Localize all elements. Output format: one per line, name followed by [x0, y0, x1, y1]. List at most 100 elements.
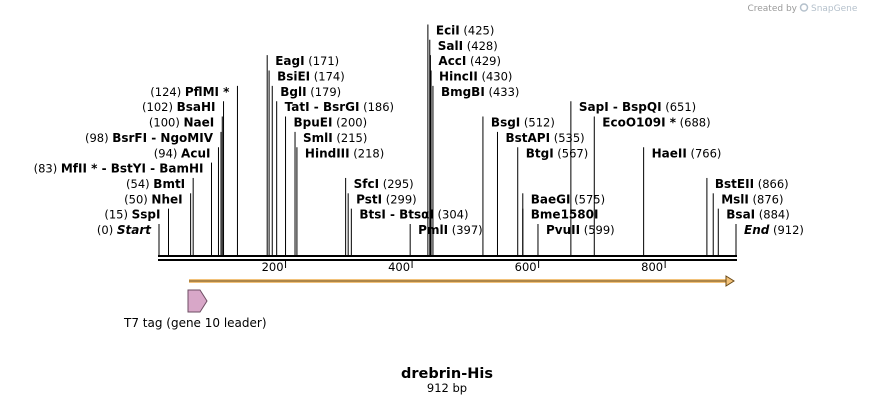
- site-position: (430): [478, 70, 513, 84]
- site-name: End: [744, 223, 770, 237]
- site-bsiei[interactable]: BsiEI (174): [268, 70, 345, 256]
- site-bsrfi-ngomiv[interactable]: (98) BsrFI - NgoMIV: [85, 131, 222, 255]
- site-haeii[interactable]: HaeII (766): [643, 146, 722, 255]
- site-label: HaeII (766): [652, 146, 722, 160]
- site-bstapi[interactable]: BstAPI (535): [496, 131, 585, 255]
- site-position: (98): [85, 131, 112, 145]
- site-name: Start: [117, 223, 152, 237]
- site-sfci[interactable]: SfcI (295): [345, 177, 414, 255]
- site-name: BsaHI: [177, 100, 216, 114]
- site-name: HincII: [439, 70, 478, 84]
- site-eagi[interactable]: EagI (171): [266, 54, 339, 255]
- site-name: PvuII: [546, 223, 580, 237]
- site-position: (299): [382, 192, 417, 206]
- site-bsteii[interactable]: BstEII (866): [706, 177, 789, 255]
- site-label: BstEII (866): [715, 177, 789, 191]
- site-bsai[interactable]: BsaI (884): [717, 208, 790, 255]
- site-mfii-bstyi-bamhi[interactable]: (83) MfII * - BstYI - BamHI: [34, 162, 213, 255]
- site-name: NheI: [151, 192, 182, 206]
- site-smli[interactable]: SmlI (215): [294, 131, 367, 255]
- site-label: SmlI (215): [303, 131, 367, 145]
- site-pflmi[interactable]: (124) PflMI *: [150, 85, 238, 255]
- map-title: drebrin-His: [401, 366, 493, 382]
- orf-arrow[interactable]: [189, 275, 735, 287]
- site-position: (83): [34, 162, 61, 176]
- site-bsgi[interactable]: BsgI (512): [482, 116, 555, 255]
- site-name: BglI: [280, 85, 306, 99]
- site-bmti[interactable]: (54) BmtI: [126, 177, 194, 255]
- site-ecii[interactable]: EciI (425): [427, 23, 494, 255]
- site-sali[interactable]: SalI (428): [429, 39, 498, 255]
- site-acui[interactable]: (94) AcuI: [154, 146, 219, 255]
- site-hindiii[interactable]: HindIII (218): [296, 146, 384, 255]
- site-name: BstEII: [715, 177, 754, 191]
- site-label: BsaI (884): [726, 208, 789, 222]
- site-name: HindIII: [305, 146, 350, 160]
- site-ecoo109i[interactable]: EcoO109I * (688): [593, 116, 711, 255]
- site-msli[interactable]: MslI (876): [712, 192, 784, 255]
- site-position: (433): [485, 85, 520, 99]
- site-position: (15): [104, 208, 131, 222]
- tick-label-200: 200: [262, 260, 284, 274]
- site-sspi[interactable]: (15) SspI: [104, 208, 169, 255]
- site-label: EciI (425): [436, 23, 494, 37]
- site-bmgbi[interactable]: BmgBI (433): [432, 85, 520, 255]
- site-label: TatI - BsrGI (186): [285, 100, 394, 114]
- site-position: (876): [749, 192, 784, 206]
- site-name: BmtI: [153, 177, 185, 191]
- site-label: (124) PflMI *: [150, 85, 230, 99]
- site-tati-bsrgi[interactable]: TatI - BsrGI (186): [276, 100, 394, 255]
- site-position: (174): [310, 70, 345, 84]
- site-sapi-bspqi[interactable]: SapI - BspQI (651): [570, 100, 696, 255]
- site-label: End (912): [744, 223, 804, 237]
- site-name: MslI: [721, 192, 749, 206]
- site-btsi-bts-i[interactable]: BtsI - BtsαI (304): [350, 208, 468, 255]
- site-bsahi[interactable]: (102) BsaHI: [142, 100, 225, 255]
- site-label: (94) AcuI: [154, 146, 211, 160]
- site-bme1580i[interactable]: Bme1580I: [522, 208, 599, 255]
- site-hincii[interactable]: HincII (430): [430, 70, 513, 256]
- site-label: SalI (428): [438, 39, 498, 53]
- site-position: (651): [662, 100, 697, 114]
- site-position: (218): [350, 146, 385, 160]
- map-length: 912 bp: [427, 381, 467, 395]
- site-label: (54) BmtI: [126, 177, 185, 191]
- site-pvuii[interactable]: PvuII (599): [537, 223, 615, 255]
- site-nhei[interactable]: (50) NheI: [124, 192, 192, 255]
- site-end[interactable]: End (912): [735, 223, 804, 255]
- site-position: (215): [333, 131, 368, 145]
- site-name: EciI: [436, 23, 460, 37]
- site-label: (102) BsaHI: [142, 100, 216, 114]
- site-name: MfII * - BstYI - BamHI: [61, 162, 204, 176]
- site-name: Bme1580I: [531, 208, 599, 222]
- site-label: SapI - BspQI (651): [579, 100, 696, 114]
- site-bpuei[interactable]: BpuEI (200): [285, 116, 368, 255]
- site-start[interactable]: (0) Start: [97, 223, 160, 255]
- site-bgli[interactable]: BglI (179): [271, 85, 342, 255]
- site-name: BsaI: [726, 208, 755, 222]
- site-name: SapI - BspQI: [579, 100, 662, 114]
- site-label: EcoO109I * (688): [602, 116, 710, 130]
- site-name: EagI: [275, 54, 304, 68]
- site-name: BtsI - BtsαI: [359, 208, 434, 222]
- feature-label: T7 tag (gene 10 leader): [123, 316, 267, 330]
- site-name: SspI: [132, 208, 161, 222]
- site-acci[interactable]: AccI (429): [429, 54, 501, 255]
- site-label: BstAPI (535): [505, 131, 584, 145]
- site-position: (425): [460, 23, 495, 37]
- tick-label-600: 600: [515, 260, 537, 274]
- site-label: AccI (429): [438, 54, 501, 68]
- site-label: (50) NheI: [124, 192, 182, 206]
- site-position: (512): [520, 116, 555, 130]
- site-position: (599): [580, 223, 615, 237]
- site-position: (179): [307, 85, 342, 99]
- site-name: BsgI: [491, 116, 520, 130]
- site-psti[interactable]: PstI (299): [347, 192, 417, 255]
- site-label: HindIII (218): [305, 146, 384, 160]
- site-name: AcuI: [181, 146, 210, 160]
- site-naei[interactable]: (100) NaeI: [149, 116, 223, 255]
- feature-t7-tag[interactable]: T7 tag (gene 10 leader): [123, 289, 267, 330]
- site-pmli[interactable]: PmlI (397): [409, 223, 483, 255]
- site-name: BsiEI: [277, 70, 310, 84]
